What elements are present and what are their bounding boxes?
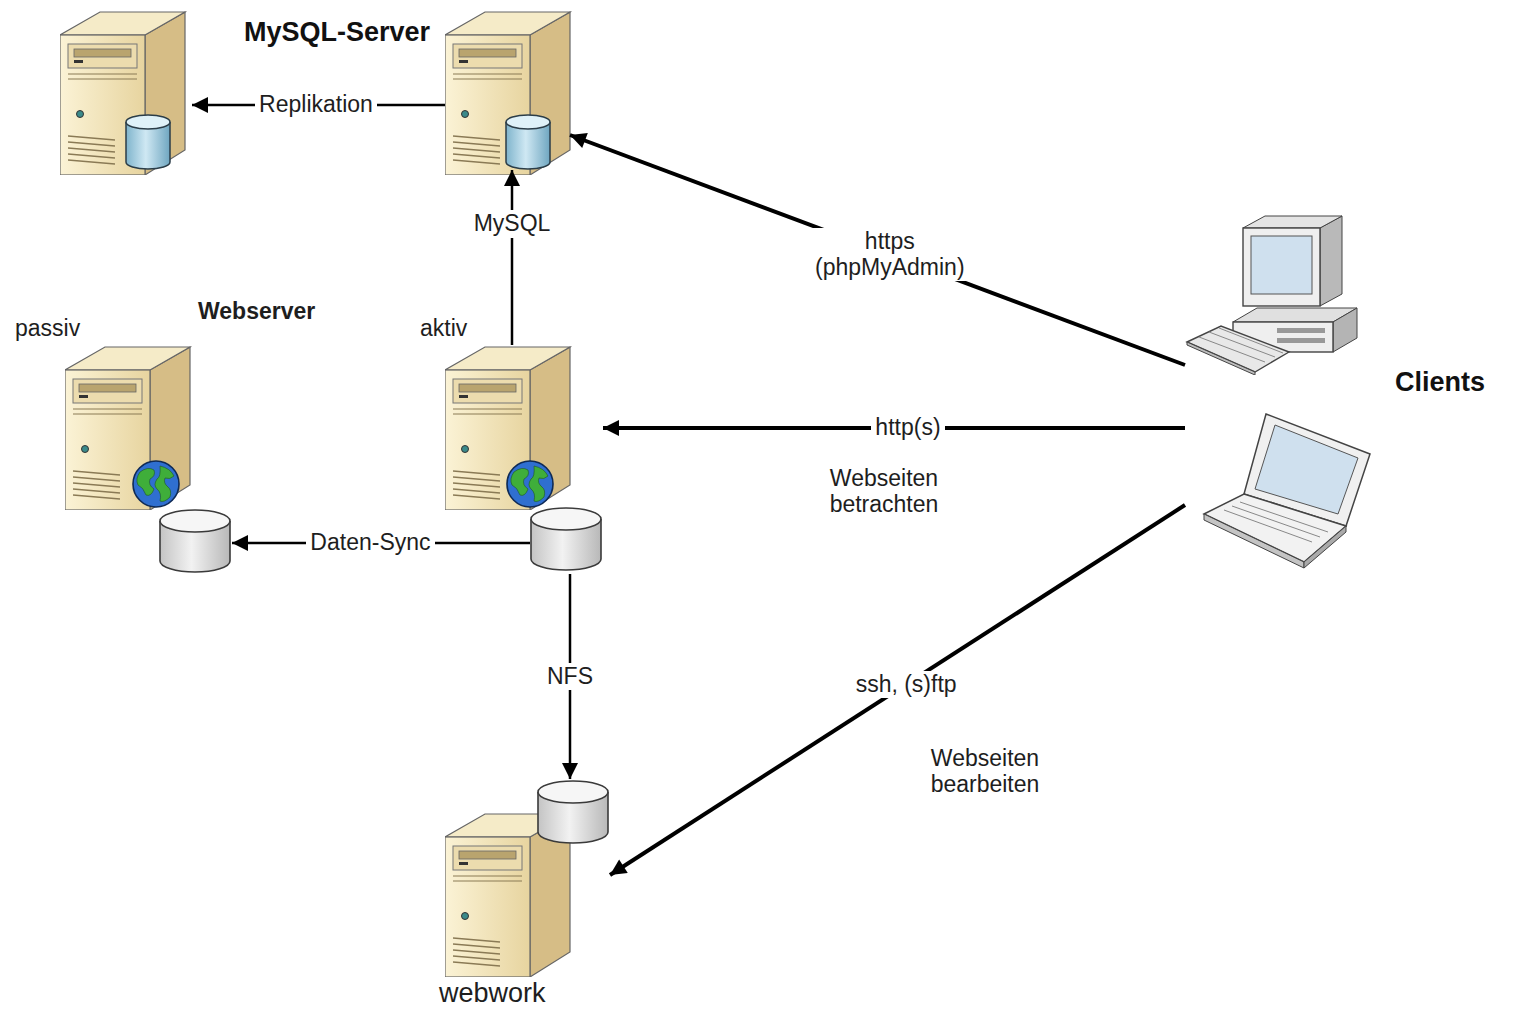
globe-icon [507,461,553,507]
active-server-icon [445,347,570,510]
node-label: aktiv [420,316,467,341]
connector-label: Daten-Sync [306,529,434,557]
laptop-icon [1204,414,1370,568]
disk-icon [531,508,601,570]
connector-label: http(s) [871,414,944,442]
client-group: Clients [1185,210,1380,570]
disk-icon [160,510,230,572]
sync-wire-stub [445,542,530,545]
connector-arrow [570,135,1185,365]
connector-arrow [511,170,514,345]
passive-server-icon [65,347,190,510]
webserver-node: passiv [65,345,232,574]
mysql-server-node: MySQL-Server [445,10,570,170]
webserver-node: aktiv [445,345,603,574]
database-icon [126,115,170,169]
node-heading: MySQL-Server [244,18,430,48]
replica-server-icon [60,12,185,175]
master-server-icon [445,12,570,175]
node-label: webwork [439,979,546,1009]
desktop-icon [1187,216,1357,375]
node-label: passiv [15,316,80,341]
database-icon [506,115,550,169]
group-heading: Webserver [198,299,315,325]
flow-description: Webseiten betrachten [809,466,959,518]
disk-icon [538,781,608,843]
workstation-server-node: webwork [445,779,610,977]
globe-icon [133,461,179,507]
connector-label: https (phpMyAdmin) [803,228,976,282]
connector-label: ssh, (s)ftp [852,671,961,699]
edge-annotation: Replikation [255,91,377,119]
connector-label: NFS [543,663,597,691]
connector-arrow [610,505,1185,875]
node-heading: Clients [1395,368,1485,398]
connector-label: MySQL [470,210,555,238]
flow-description: Webseiten bearbeiten [910,746,1060,798]
